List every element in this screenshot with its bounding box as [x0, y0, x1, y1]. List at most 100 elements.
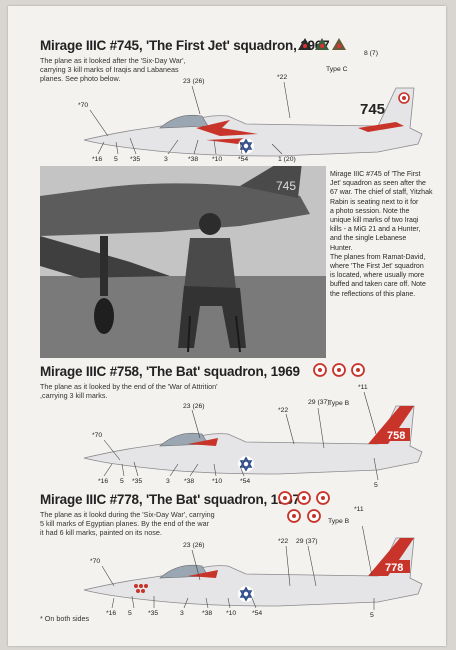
- tail-number-758: 758: [387, 430, 405, 442]
- callout-label: *35: [130, 156, 141, 163]
- desc-line: planes. See photo below.: [40, 74, 121, 83]
- caption-line: Mirage IIIC #745 of 'The First: [330, 171, 421, 178]
- kill-roundel-icon: [307, 509, 321, 523]
- callout-label: 5: [120, 478, 124, 485]
- kill-roundel-icon: [313, 363, 327, 377]
- callout-label: *54: [252, 610, 263, 617]
- caption-line: Rabin is seating next to it for: [330, 198, 419, 206]
- kill-roundel-icon: [278, 491, 292, 505]
- callout-label: 23 (26): [183, 78, 205, 85]
- caption-line: Hunter.: [330, 244, 353, 252]
- caption-line: buffed and taken care off. Note: [330, 281, 426, 289]
- callout-label: 5: [114, 156, 118, 163]
- callout-label: 1 (20): [278, 156, 296, 163]
- tail-stripe: [358, 122, 404, 132]
- nose-kill-marks: [134, 584, 148, 593]
- callout-label: *16: [98, 478, 109, 485]
- callout-label: *10: [226, 610, 237, 617]
- callout-label: *16: [92, 156, 103, 163]
- callout-label: *11: [354, 506, 364, 513]
- callout-label: 8 (7): [364, 50, 378, 57]
- callout-label: *10: [212, 478, 223, 485]
- callout-label: *35: [148, 610, 159, 617]
- plane-758-profile: 758: [83, 405, 423, 475]
- desc-line: carrying 3 kill marks of Iraqis and Laba…: [40, 65, 179, 74]
- kill-roundel-icon: [287, 509, 301, 523]
- callout-label: *54: [238, 156, 249, 163]
- tail-badge-icon: [398, 92, 410, 104]
- leader-lines-2: [103, 391, 379, 481]
- callout-label: 5: [128, 610, 132, 617]
- tail-number-745: 745: [360, 101, 385, 118]
- callout-label: 5: [370, 612, 374, 619]
- callout-label: 23 (26): [183, 403, 205, 410]
- insignia-triangles: [298, 38, 346, 50]
- caption-line: The planes from Ramat-David,: [330, 253, 426, 261]
- section-3-title: Mirage IIIC #778, 'The Bat' squadron, 19…: [40, 492, 300, 507]
- callout-label: *22: [277, 74, 288, 81]
- callout-label: *10: [212, 156, 223, 163]
- desc-line: it had 6 kill marks, painted on its nose…: [40, 528, 162, 537]
- caption-line: the reflections of this plane.: [330, 290, 416, 298]
- callout-label: 5: [374, 482, 378, 489]
- callout-label: *16: [106, 610, 117, 617]
- caption-line: 67 war. The chief of staff, Yitzhak: [330, 189, 433, 197]
- roundel-set-3: [278, 491, 330, 523]
- leader-lines-1: [89, 81, 291, 155]
- callout-type-label: Type B: [328, 518, 350, 525]
- tail-stripe: [368, 538, 414, 576]
- callout-label: *22: [278, 407, 289, 414]
- fuselage: [83, 537, 423, 607]
- callout-label: 3: [180, 610, 184, 617]
- kill-roundel-icon: [316, 491, 330, 505]
- photo-tail-number: 745: [276, 179, 296, 193]
- callout-label: *70: [90, 558, 101, 565]
- desc-line: The plane as it looked after the 'Six-Da…: [40, 56, 186, 65]
- photo-aircraft: [40, 183, 310, 236]
- callout-label: *38: [202, 610, 213, 617]
- section-3-description: The plane as it lookd during the 'Six-Da…: [40, 510, 240, 537]
- caption-line: unique kill marks of two Iraqi: [330, 217, 419, 225]
- tail-number-778: 778: [385, 562, 403, 574]
- callout-label: *70: [92, 432, 103, 439]
- plane-778-profile: 778: [83, 537, 423, 607]
- roundel-set-2: [313, 363, 365, 377]
- caption-line: Jet' squadron as seen after the: [330, 180, 426, 188]
- callout-label: *54: [240, 478, 251, 485]
- canopy: [159, 114, 209, 129]
- callout-label: *11: [358, 384, 368, 391]
- desc-line: The plane as it looked by the end of the…: [40, 382, 218, 391]
- section-2-description: The plane as it looked by the end of the…: [40, 382, 280, 400]
- caption-line: kills - a MiG 21 and a Hunter,: [330, 226, 421, 234]
- callout-label: 29 (37): [296, 538, 318, 545]
- callout-type-label: Type C: [326, 66, 348, 73]
- caption-line: and the single Lebanese: [330, 235, 407, 243]
- caption-line: where 'The First Jet' squadron: [330, 263, 424, 271]
- leader-lines-3: [101, 526, 375, 610]
- callout-label: *38: [184, 478, 195, 485]
- desc-line: The plane as it lookd during the 'Six-Da…: [40, 510, 215, 519]
- callout-label: *70: [78, 102, 89, 109]
- photo-illustration: 745: [40, 166, 326, 358]
- instruction-sheet: Mirage IIIC #745, 'The First Jet' squadr…: [8, 6, 446, 646]
- desc-line: ,carrying 3 kill marks.: [40, 391, 108, 400]
- plane-745-profile: 745: [83, 87, 423, 157]
- fuselage: [83, 405, 423, 475]
- star-of-david-roundel: [238, 586, 254, 602]
- star-of-david-roundel: [238, 138, 254, 154]
- caption-line: a photo session. Note the: [330, 207, 410, 215]
- tail-stripe: [368, 406, 414, 444]
- footnote: * On both sides: [40, 614, 90, 623]
- desc-line: 5 kill marks of Egyptian planes. By the …: [40, 519, 209, 528]
- callout-label: *22: [278, 538, 289, 545]
- photo-person: [199, 213, 221, 235]
- star-of-david-roundel: [238, 456, 254, 472]
- kill-roundel-icon: [332, 363, 346, 377]
- callout-type-label: Type B: [328, 400, 350, 407]
- callout-label: 23 (26): [183, 542, 205, 549]
- kill-roundel-icon: [351, 363, 365, 377]
- section-1-title: Mirage IIIC #745, 'The First Jet' squadr…: [40, 38, 330, 53]
- photo-caption: Mirage IIIC #745 of 'The First Jet' squa…: [330, 170, 442, 299]
- reference-photo: 745: [40, 166, 326, 358]
- fuselage: [83, 87, 423, 157]
